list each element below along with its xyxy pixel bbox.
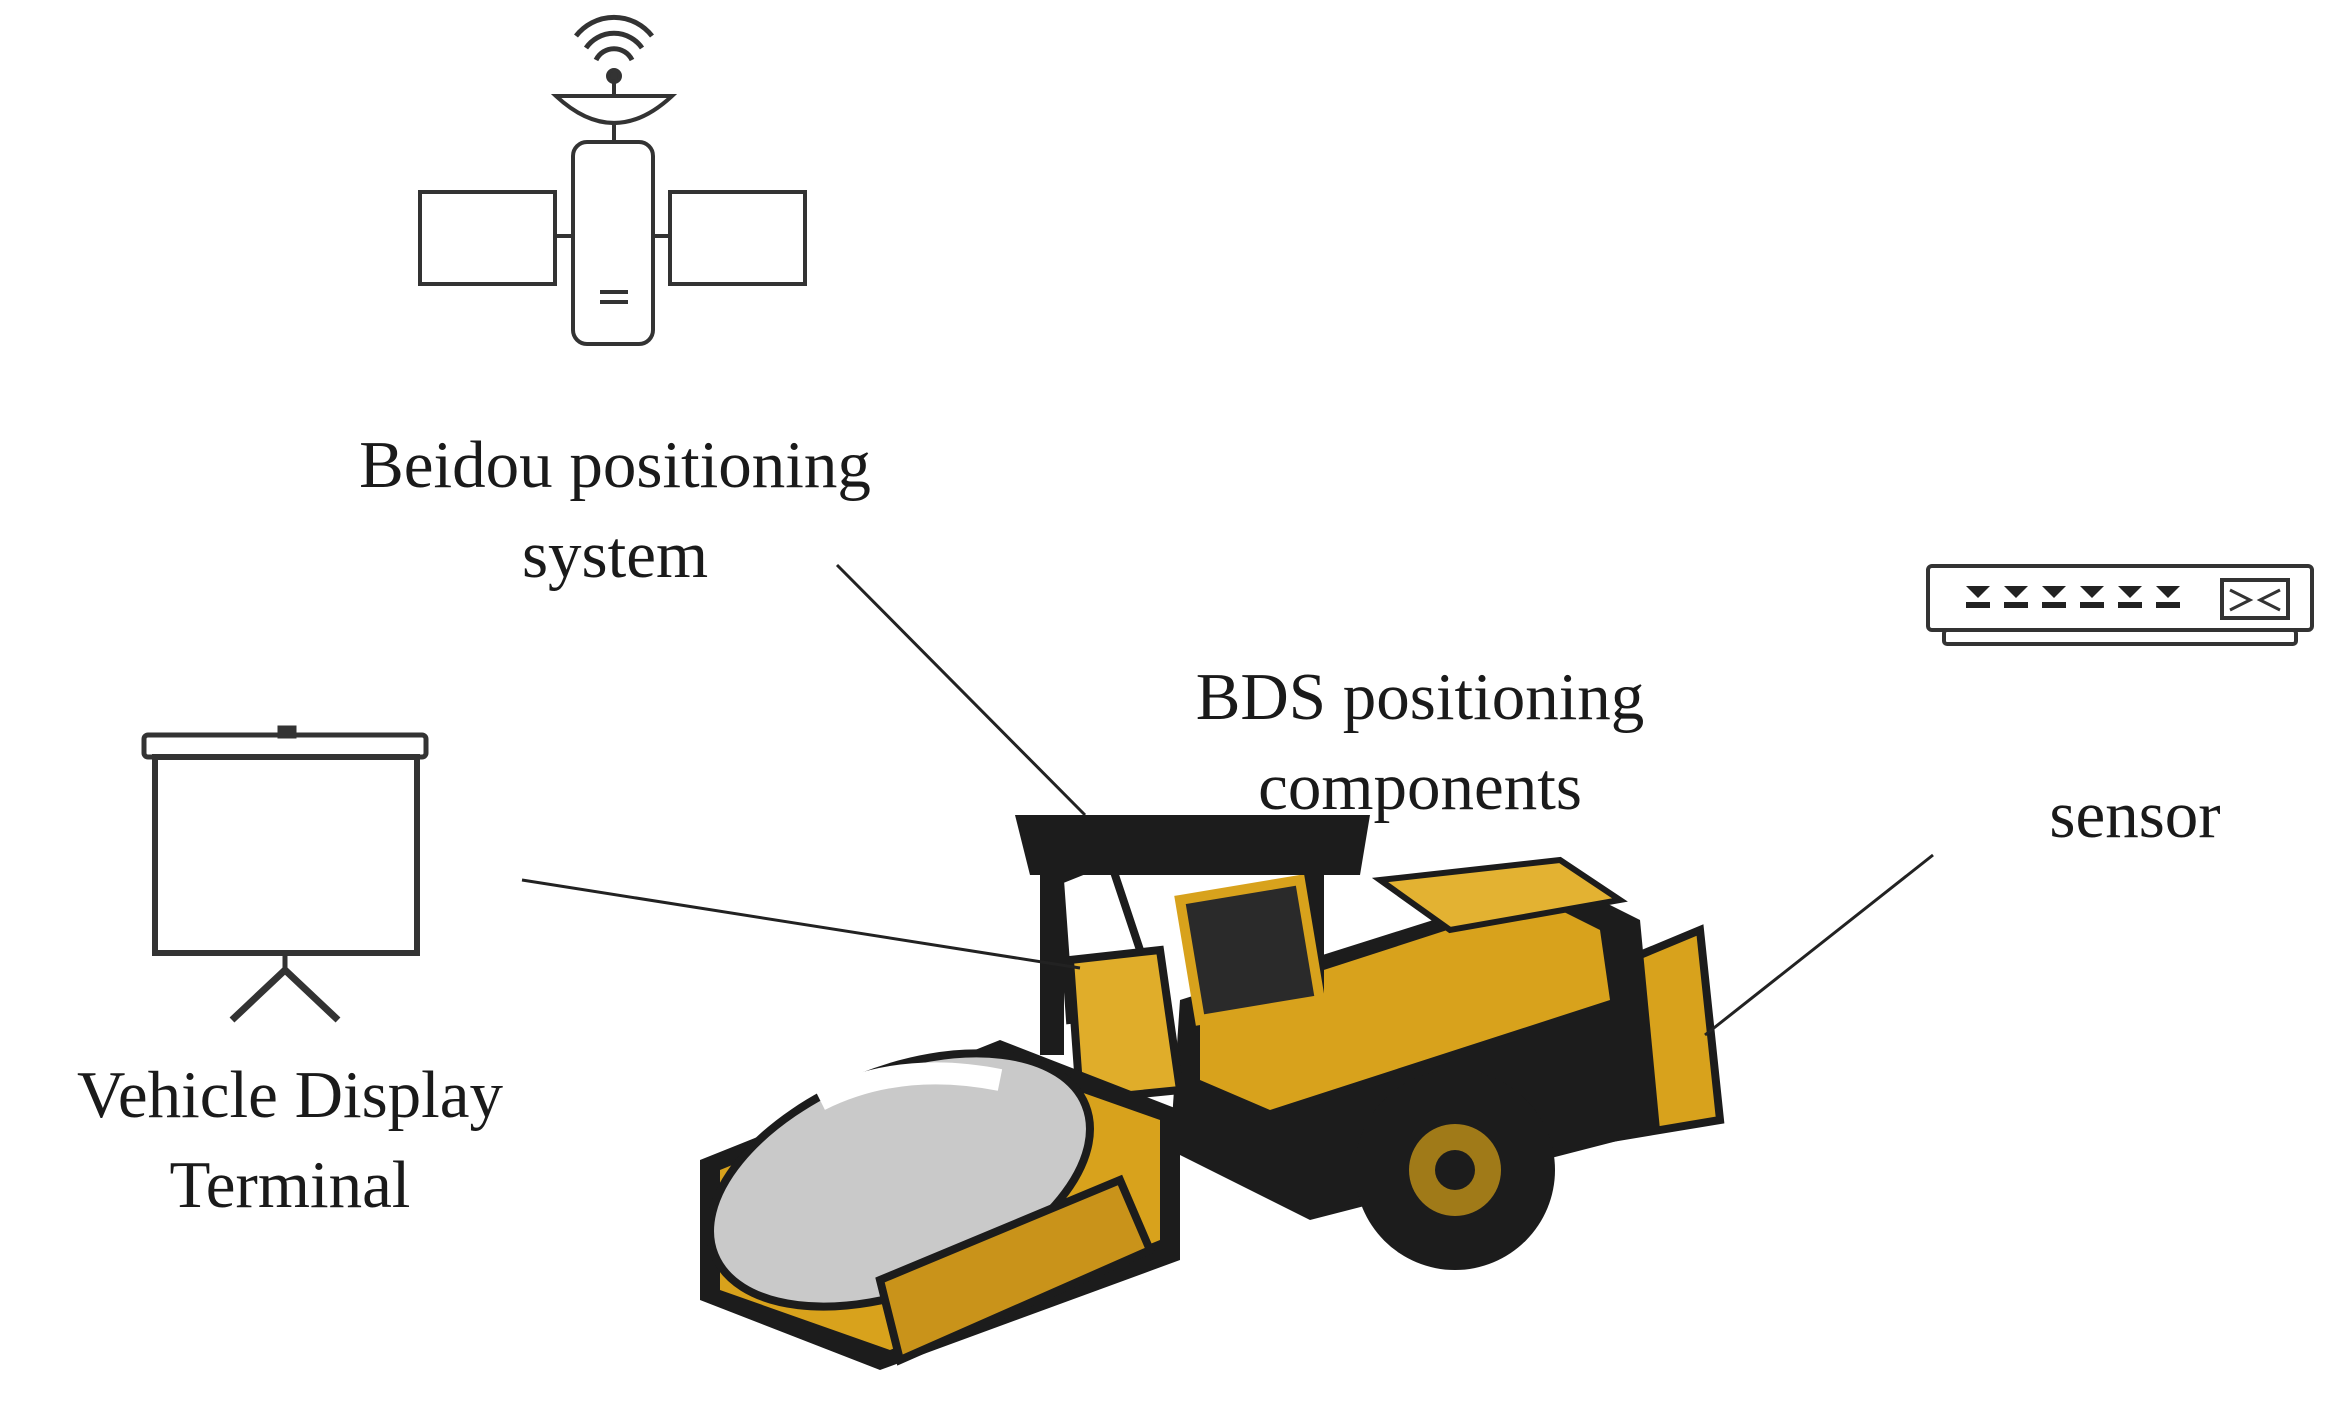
label-beidou-positioning-system: Beidou positioning system: [300, 420, 930, 600]
connector-terminal: [521, 878, 1081, 970]
label-sensor: sensor: [1990, 770, 2280, 860]
label-line: components: [1258, 750, 1582, 824]
road-roller-image: [700, 815, 1725, 1370]
label-line: Vehicle Display: [76, 1058, 504, 1132]
label-line: Beidou positioning: [359, 428, 871, 502]
satellite-icon: [418, 14, 807, 346]
label-vehicle-display-terminal: Vehicle Display Terminal: [20, 1050, 560, 1230]
sensor-device-icon: [1926, 564, 2314, 646]
connector-sensor: [1704, 853, 1934, 1037]
label-line: system: [521, 518, 709, 592]
label-line: BDS positioning: [1195, 660, 1645, 734]
label-bds-positioning-components: BDS positioning components: [1120, 652, 1720, 832]
label-line: sensor: [2049, 778, 2221, 852]
label-line: Terminal: [169, 1148, 411, 1222]
connector-beidou: [835, 563, 1087, 817]
projection-screen-icon: [141, 725, 429, 1023]
connector-lines: [521, 563, 1934, 1037]
